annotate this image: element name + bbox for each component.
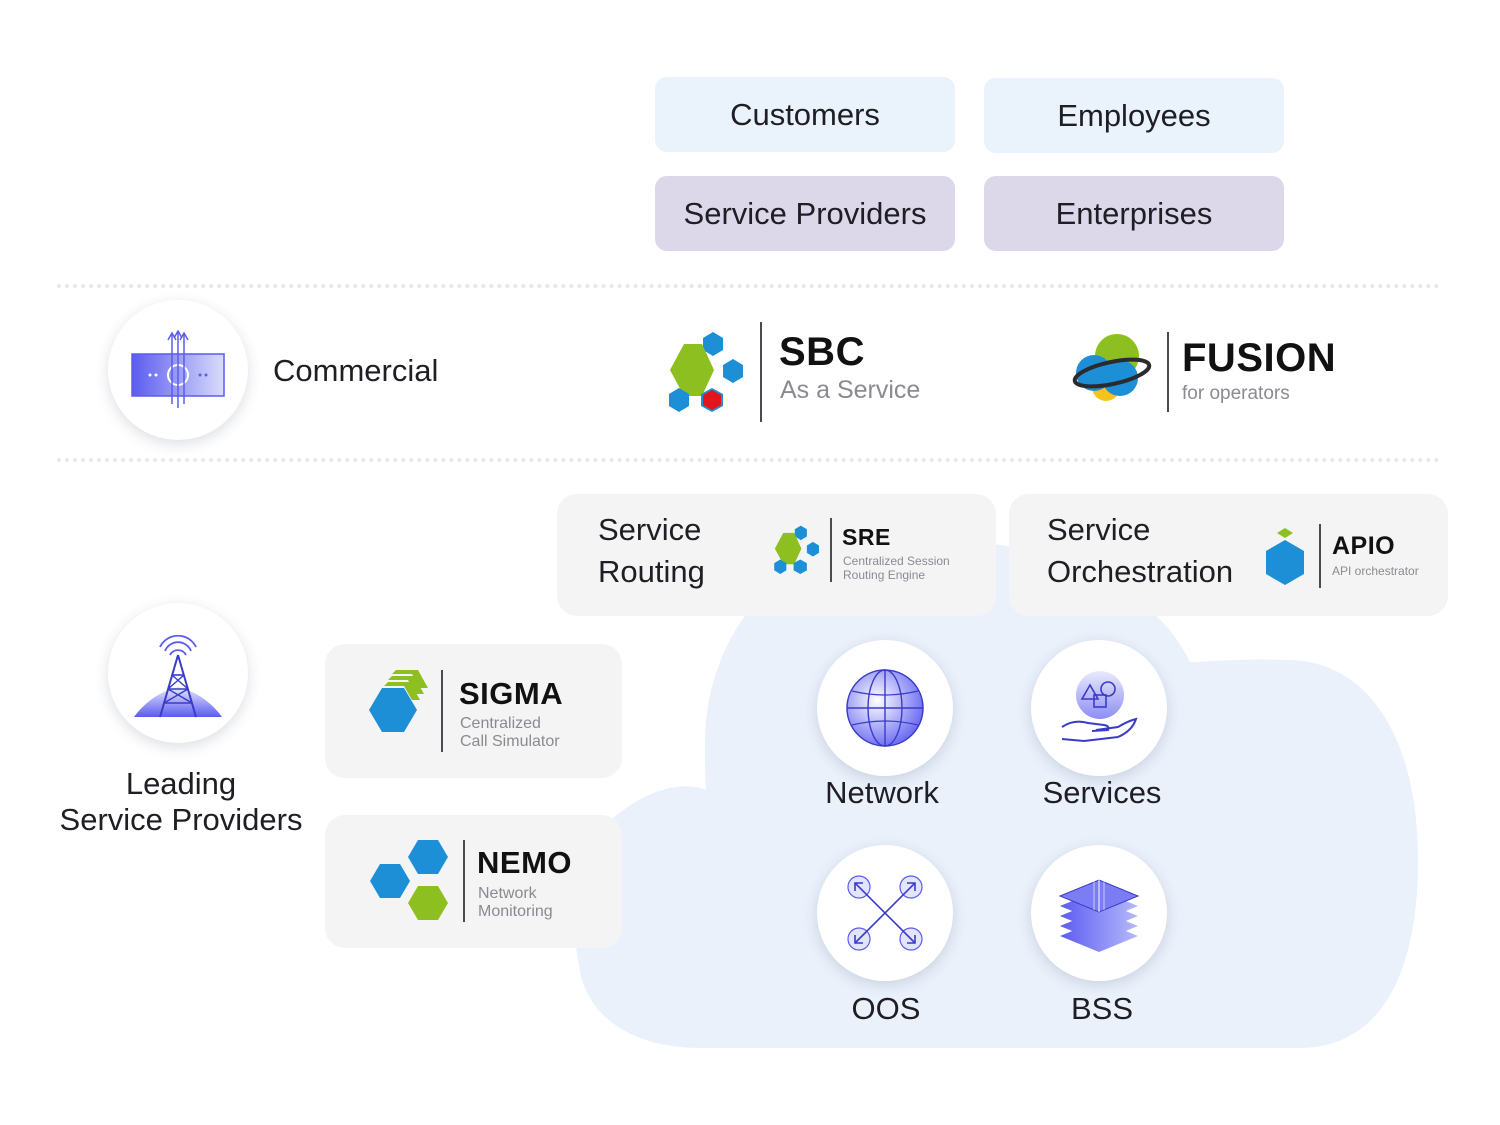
service-orchestration-label-line1: Service: [1047, 512, 1151, 547]
globe-icon: [846, 669, 924, 747]
commercial-label: Commercial: [273, 353, 439, 388]
hand-shapes-icon: [1061, 671, 1138, 743]
divider-top: [57, 284, 1440, 288]
service-routing-card: [557, 494, 996, 616]
nemo-subtitle-line1: Network: [478, 885, 537, 902]
services-label: Services: [1042, 775, 1162, 810]
service-providers-label: Service Providers: [683, 195, 927, 231]
leading-label-line2: Service Providers: [59, 802, 303, 837]
sbc-divider: [760, 322, 762, 422]
sigma-hex-logo-icon: [369, 670, 428, 732]
sigma-title: SIGMA: [459, 676, 564, 711]
sre-subtitle-line1: Centralized Session: [843, 554, 950, 568]
oos-label: OOS: [851, 991, 921, 1026]
sre-divider: [830, 518, 832, 582]
layers-stack-icon: [1058, 870, 1140, 952]
fusion-title: FUSION: [1182, 336, 1337, 380]
nemo-subtitle-line2: Monitoring: [478, 903, 553, 920]
fusion-subtitle: for operators: [1182, 383, 1290, 404]
sre-subtitle-line2: Routing Engine: [843, 568, 926, 582]
customers-label: Customers: [730, 96, 880, 132]
fusion-planet-logo-icon: [1072, 334, 1152, 401]
divider-middle: [57, 458, 1440, 462]
apio-title: APIO: [1332, 532, 1396, 560]
apio-divider: [1319, 524, 1321, 588]
radio-tower-icon: [134, 634, 222, 718]
bss-icon-circle: [1031, 845, 1167, 981]
employees-pill: Employees: [984, 78, 1284, 153]
service-orchestration-card: [1009, 494, 1448, 616]
sbc-subtitle: As a Service: [780, 376, 921, 404]
sigma-divider: [441, 670, 443, 752]
sbc-hex-logo-icon: [669, 332, 743, 412]
apio-hex-logo-icon: [1266, 528, 1304, 585]
bss-label: BSS: [1070, 991, 1134, 1026]
service-orchestration-label-line2: Orchestration: [1047, 554, 1234, 589]
apio-subtitle: API orchestrator: [1332, 564, 1419, 578]
network-icon-circle: [817, 640, 953, 776]
commercial-icon: [131, 330, 225, 408]
sigma-subtitle-line2: Call Simulator: [460, 733, 560, 750]
sre-title: SRE: [842, 524, 891, 550]
oos-icon-circle: [817, 845, 953, 981]
employees-label: Employees: [1057, 97, 1211, 133]
service-routing-label-line2: Routing: [598, 554, 705, 589]
services-icon-circle: [1031, 640, 1167, 776]
enterprises-label: Enterprises: [1055, 195, 1213, 231]
service-routing-label-line1: Service: [598, 512, 702, 547]
service-providers-pill: Service Providers: [655, 176, 955, 251]
network-label: Network: [825, 775, 939, 810]
nemo-title: NEMO: [477, 845, 572, 880]
sre-hex-logo-icon: [774, 525, 819, 574]
nemo-hex-logo-icon: [370, 840, 448, 920]
customers-pill: Customers: [655, 77, 955, 152]
fusion-divider: [1167, 332, 1169, 412]
arrows-cross-icon: [847, 875, 923, 951]
sigma-subtitle-line1: Centralized: [460, 715, 541, 732]
nemo-divider: [463, 840, 465, 922]
commercial-icon-circle: [108, 300, 248, 440]
enterprises-pill: Enterprises: [984, 176, 1284, 251]
leading-label-line1: Leading: [125, 766, 237, 801]
sbc-title: SBC: [779, 330, 865, 374]
tower-icon-circle: [108, 603, 248, 743]
